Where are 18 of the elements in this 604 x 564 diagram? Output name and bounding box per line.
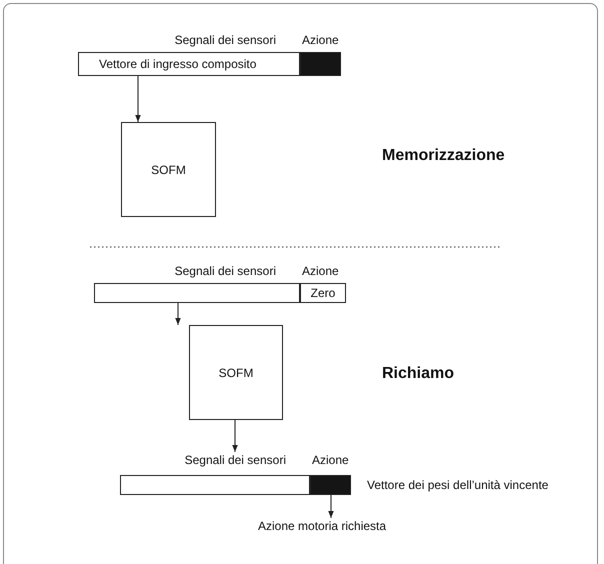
arrow	[135, 76, 141, 122]
input-vector-bar: Vettore di ingresso composito	[78, 52, 300, 76]
column-heading: Segnali dei sensori	[174, 263, 276, 279]
sofm-box: SOFM	[121, 122, 216, 217]
arrow	[328, 494, 334, 518]
section-title: Richiamo	[382, 365, 454, 383]
column-heading: Segnali dei sensori	[184, 452, 286, 468]
column-heading: Azione	[302, 32, 339, 48]
column-heading: Segnali dei sensori	[174, 32, 276, 48]
output-text: Azione motoria richiesta	[258, 518, 386, 534]
column-heading: Azione	[302, 263, 339, 279]
column-heading: Azione	[312, 452, 349, 468]
section-title: Memorizzazione	[382, 147, 505, 165]
node-label: Vettore dei pesi dell’unità vincente	[367, 477, 548, 493]
arrow	[232, 420, 238, 452]
sofm-box: SOFM	[189, 325, 283, 420]
action-cell: Zero	[300, 283, 346, 303]
arrow	[175, 302, 181, 326]
